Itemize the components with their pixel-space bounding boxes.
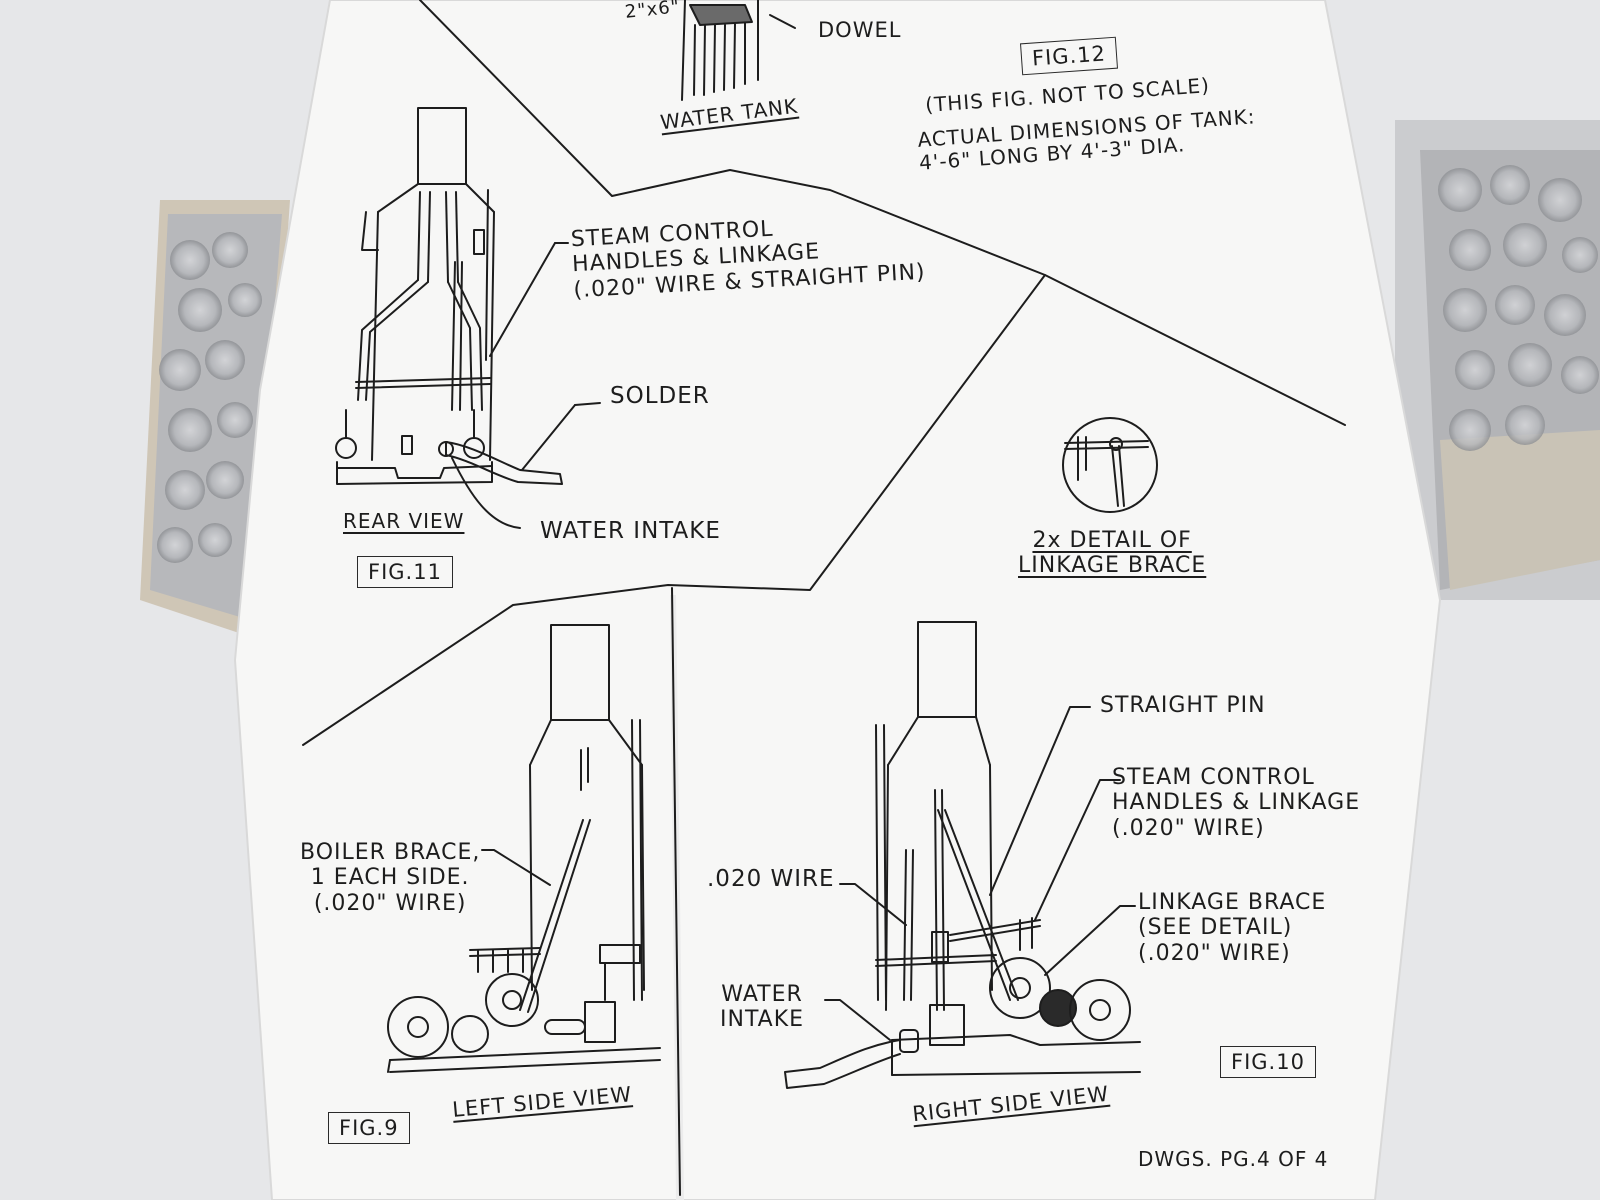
bubble-wrap-right (1395, 120, 1600, 600)
fig12-label: FIG.12 (1020, 36, 1118, 76)
fig9-label: FIG.9 (328, 1112, 410, 1144)
fig10-steam-control-label: STEAM CONTROL HANDLES & LINKAGE (.020" W… (1112, 765, 1361, 841)
fig9-left-side-view-drawing (387, 624, 661, 1073)
fig10-wire-label: .020 WIRE (707, 866, 835, 892)
footer-page-label: DWGS. PG.4 OF 4 (1138, 1147, 1329, 1171)
fig12-water-tank-drawing (681, 0, 796, 101)
panel-divider-middle (302, 274, 1046, 746)
fig10-water-intake-label: WATER INTAKE (720, 982, 805, 1033)
panel-divider-top (419, 0, 1346, 426)
fig9-boiler-brace-label: BOILER BRACE, 1 EACH SIDE. (.020" WIRE) (300, 840, 481, 916)
fig11-rear-view-label: REAR VIEW (343, 509, 465, 533)
fig10-label: FIG.10 (1220, 1046, 1316, 1078)
fig10-linkage-brace-label: LINKAGE BRACE (SEE DETAIL) (.020" WIRE) (1138, 890, 1327, 966)
dowel-label: DOWEL (818, 18, 902, 42)
fig11-water-intake-label: WATER INTAKE (540, 518, 721, 544)
fig10-straight-pin-label: STRAIGHT PIN (1100, 693, 1266, 718)
fig11-solder-label: SOLDER (610, 383, 710, 409)
linkage-brace-detail-drawing (1062, 417, 1158, 513)
fig11-label: FIG.11 (357, 556, 453, 588)
linkage-brace-detail-label: 2x DETAIL OF LINKAGE BRACE (1018, 528, 1207, 579)
fig11-rear-view-drawing (335, 107, 601, 529)
fig10-right-side-view-drawing (784, 621, 1141, 1089)
panel-divider-vertical (671, 587, 681, 1196)
